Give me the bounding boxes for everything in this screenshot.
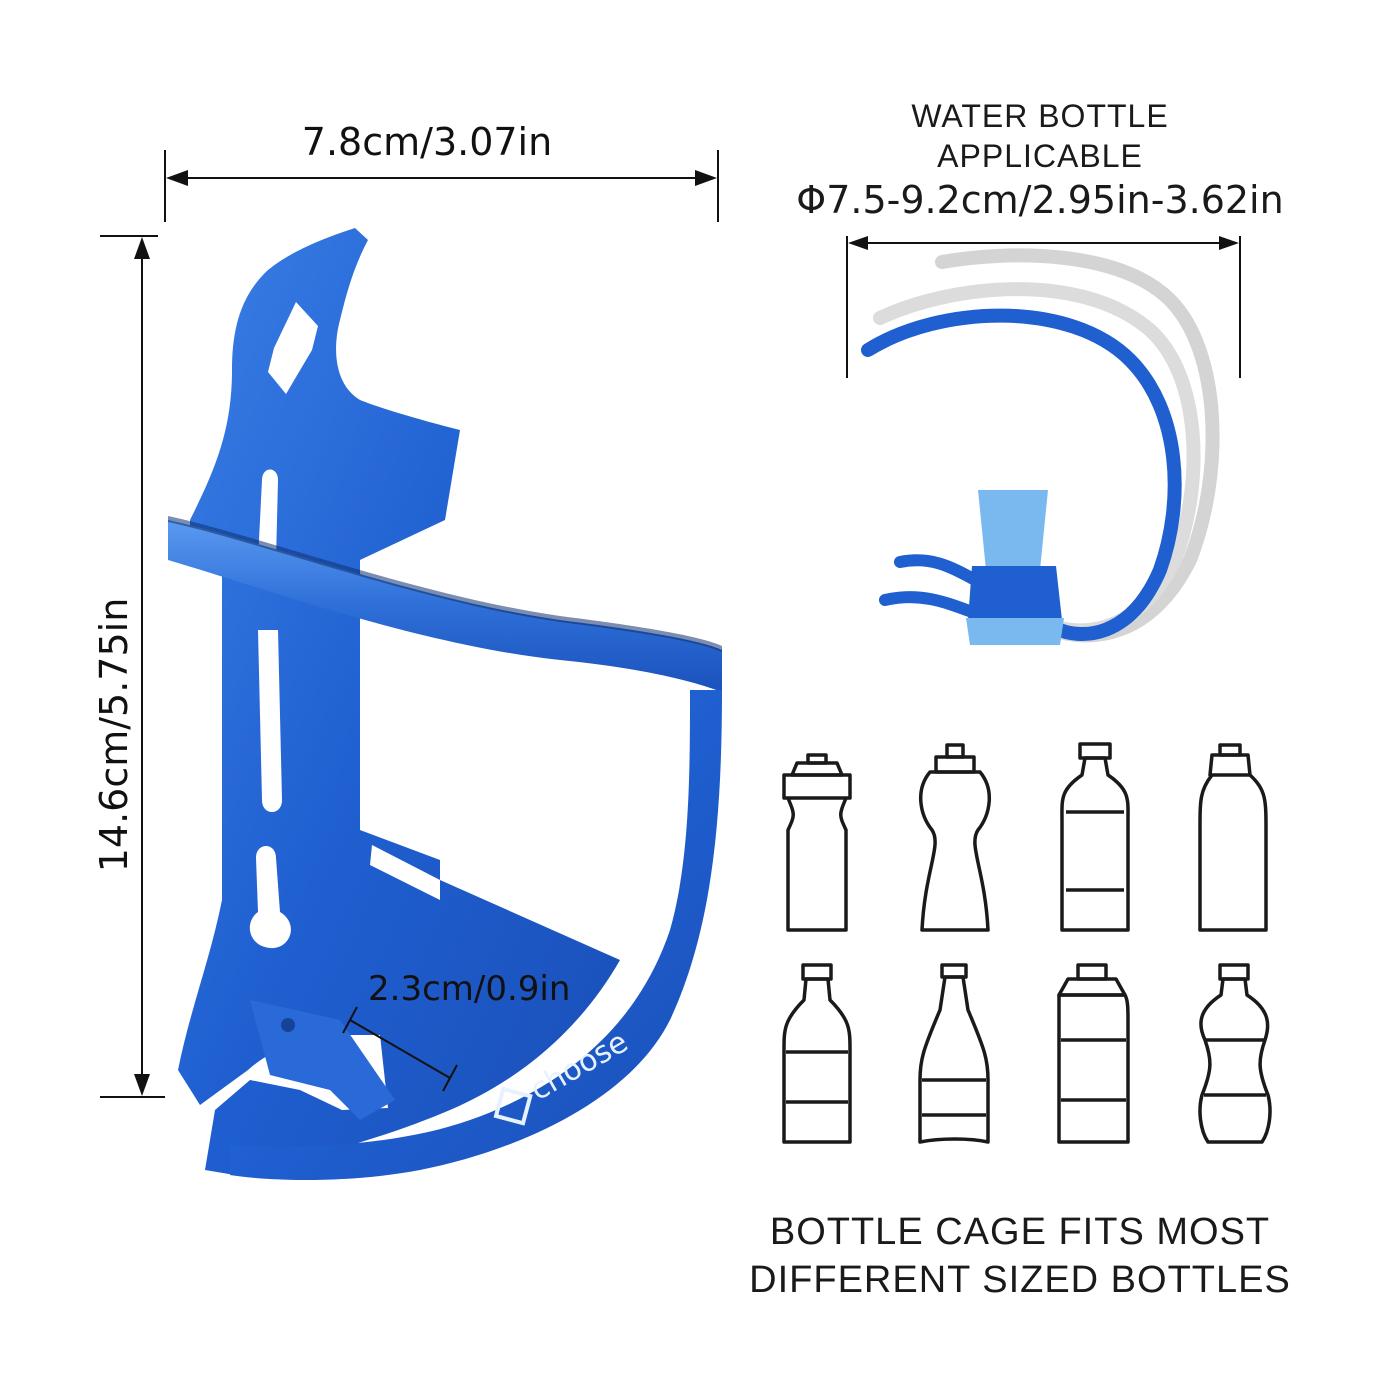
diameter-dimension bbox=[846, 236, 1241, 378]
spine-slot-diamond bbox=[268, 302, 318, 394]
width-label: 7.8cm/3.07in bbox=[302, 120, 552, 164]
bottle-cage: choose bbox=[168, 228, 722, 1180]
glass-bottle-icon bbox=[918, 963, 990, 1144]
arm-base-top bbox=[978, 490, 1048, 570]
width-dimension: 7.8cm/3.07in bbox=[164, 120, 719, 222]
curvy-bottle-icon bbox=[1198, 963, 1272, 1144]
cage-spine bbox=[178, 228, 620, 1175]
applicable-line1: WATER BOTTLE bbox=[911, 98, 1169, 134]
spine-slot-long-upper bbox=[258, 469, 278, 560]
arm-base-bottom bbox=[966, 618, 1064, 645]
cage-upper-band bbox=[168, 520, 722, 692]
caption-line2: DIFFERENT SIZED BOTTLES bbox=[749, 1259, 1291, 1301]
slim-bottle-icon bbox=[1198, 743, 1268, 932]
flex-arm-diagram bbox=[861, 248, 1220, 645]
slot-label: 2.3cm/0.9in bbox=[368, 969, 570, 1009]
slot-dimension: 2.3cm/0.9in bbox=[342, 969, 570, 1092]
spine-slot-long-lower bbox=[258, 630, 282, 812]
blue-arm bbox=[861, 308, 1182, 641]
height-dimension: 14.6cm/5.75in bbox=[92, 235, 165, 1098]
rivet-hole bbox=[281, 1018, 295, 1032]
spine-slot-keyhole bbox=[249, 846, 291, 949]
caption-line1: BOTTLE CAGE FITS MOST bbox=[769, 1211, 1271, 1253]
cage-front-hoop bbox=[230, 690, 722, 1180]
soda-bottle-icon bbox=[782, 963, 852, 1144]
sport-bottle-icon bbox=[782, 753, 852, 932]
jug-bottle-icon bbox=[1057, 963, 1130, 1144]
applicable-range: Φ7.5-9.2cm/2.95in-3.62in bbox=[796, 178, 1284, 222]
applicable-line2: APPLICABLE bbox=[937, 138, 1143, 174]
arm-base-middle bbox=[968, 566, 1062, 620]
logo-icon bbox=[493, 1086, 533, 1126]
water-bottle-icon bbox=[1060, 742, 1130, 932]
height-label: 14.6cm/5.75in bbox=[92, 598, 136, 873]
squeeze-bottle-icon bbox=[918, 743, 992, 932]
ghost-arm-outer bbox=[935, 248, 1220, 643]
left-prong-upper bbox=[894, 554, 981, 586]
bottle-icon-grid bbox=[782, 742, 1272, 1144]
left-prong-lower bbox=[879, 591, 978, 618]
